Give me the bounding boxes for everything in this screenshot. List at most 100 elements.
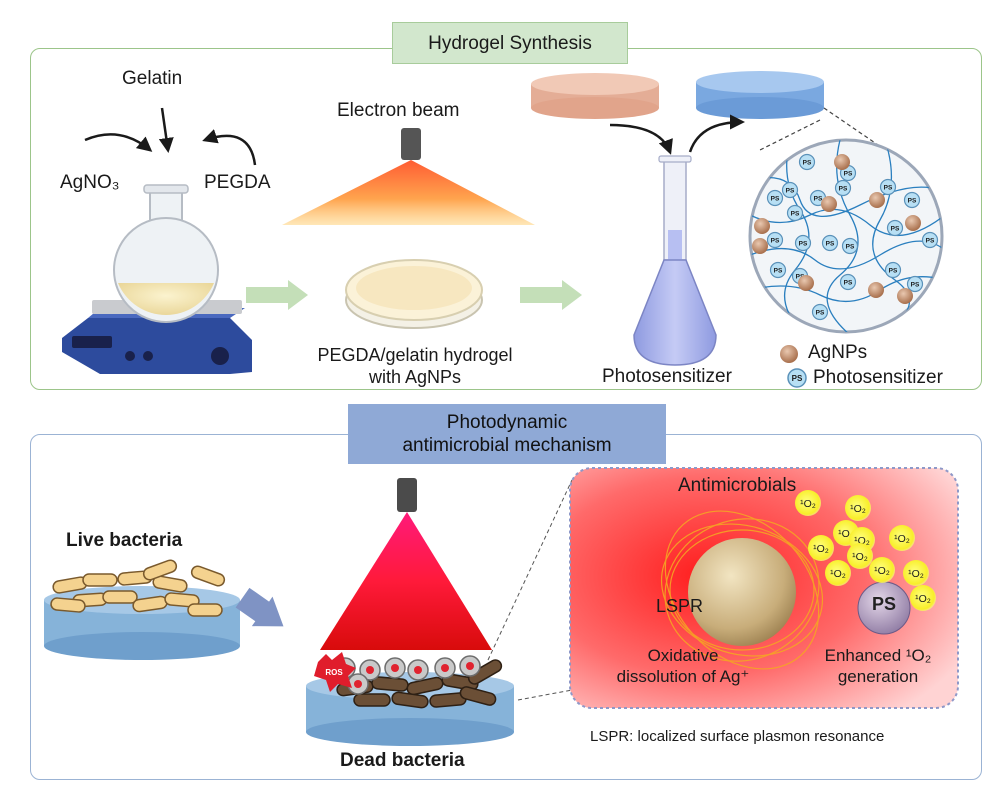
ps-badge-text: PS <box>771 238 780 245</box>
peach-hydrogel-disk <box>531 73 659 119</box>
ros-spot <box>354 680 362 688</box>
ps-badge-icon <box>834 179 852 197</box>
enhanced-line1: Enhanced ¹O₂ <box>824 646 932 665</box>
petri-dish <box>345 259 483 329</box>
ps-badge-text: PS <box>814 196 823 203</box>
gelatin-arrow <box>158 107 174 153</box>
oxidative-line2: dissolution of Ag⁺ <box>616 667 750 686</box>
green-arrow-1 <box>246 280 308 310</box>
ps-badge-text: PS <box>891 226 900 233</box>
live-bacteria-label: Live bacteria <box>66 530 183 551</box>
ps-badge-icon <box>906 275 924 293</box>
ps-badge-text: PS <box>774 268 783 275</box>
banner-bottom-line1: Photodynamic <box>446 412 568 433</box>
ps-badge-text: PS <box>844 171 853 178</box>
ps-badge-text: PS <box>839 186 848 193</box>
ps-badge-icon <box>766 231 784 249</box>
ps-badge-text: PS <box>926 238 935 245</box>
enhanced-generation-label: Enhanced ¹O₂ generation <box>808 645 948 687</box>
live-bacterium <box>50 597 86 613</box>
banner-top-text: Hydrogel Synthesis <box>428 33 592 54</box>
ps-badge-text: PS <box>803 160 812 167</box>
lspr-footnote: LSPR: localized surface plasmon resonanc… <box>590 728 885 745</box>
photosensitizer-flask-label: Photosensitizer <box>602 366 732 387</box>
legend-agnps-label: AgNPs <box>808 342 868 363</box>
dead-bacterium <box>391 691 429 709</box>
ps-badge-icon <box>781 181 799 199</box>
ps-badge-icon <box>821 234 839 252</box>
singlet-oxygen-bubble <box>808 535 834 561</box>
singlet-oxygen-bubble <box>889 525 915 551</box>
round-bottom-flask <box>113 184 219 323</box>
agnp-particle <box>754 218 770 234</box>
singlet-oxygen-text: ¹O₂ <box>874 565 890 577</box>
electron-beam-label: Electron beam <box>337 100 460 121</box>
agno3-label: AgNO₃ <box>60 172 120 193</box>
legend-ps-icon <box>787 368 807 388</box>
live-bacterium <box>142 559 178 581</box>
ros-burst-icon <box>314 652 356 692</box>
silver-nanoparticle <box>688 538 796 646</box>
singlet-oxygen-text: ¹O₂ <box>830 568 846 580</box>
ros-spot <box>366 666 374 674</box>
ps-badge-icon <box>766 189 784 207</box>
singlet-oxygen-bubble <box>795 490 821 516</box>
agnp-particle <box>752 238 768 254</box>
singlet-oxygen-text: ¹O₂ <box>894 533 910 545</box>
agnp-particle <box>897 288 913 304</box>
agnp-particle <box>905 215 921 231</box>
ps-badge-text: PS <box>816 310 825 317</box>
dead-bacteria-cells <box>334 655 503 709</box>
disk-to-flask-arrow <box>609 123 673 155</box>
enhanced-line2: generation <box>837 667 919 686</box>
dead-bacterium <box>371 676 409 692</box>
agnp-particle <box>798 275 814 291</box>
ros-spot <box>391 664 399 672</box>
agnp-particle <box>834 154 850 170</box>
hydrogel-label-line1: PEGDA/gelatin hydrogel <box>317 345 513 365</box>
dead-bacterium <box>459 686 497 706</box>
live-bacterium <box>102 590 138 604</box>
ps-badge-icon <box>794 234 812 252</box>
agnp-particle <box>869 192 885 208</box>
singlet-oxygen-bubble <box>903 560 929 586</box>
electron-beam-top <box>282 128 535 225</box>
ps-badge-icon <box>886 219 904 237</box>
ps-badge-text: PS <box>908 198 917 205</box>
dead-bacterium <box>467 659 503 685</box>
ps-badge-text: PS <box>884 185 893 192</box>
pegda-arrow <box>202 129 257 166</box>
singlet-oxygen-bubble <box>847 543 873 569</box>
gelatin-label: Gelatin <box>122 68 183 89</box>
flask-to-disk-arrow <box>688 114 745 153</box>
hydrogel-label-line2: with AgNPs <box>368 367 462 387</box>
oxidative-dissolution-label: Oxidative dissolution of Ag⁺ <box>594 645 772 687</box>
dead-bacterium <box>353 693 391 707</box>
live-bacterium <box>82 573 118 587</box>
legend-agnp-icon <box>780 345 798 363</box>
ps-badge-icon <box>903 191 921 209</box>
ps-badge-text: PS <box>791 211 800 218</box>
singlet-oxygen-bubble <box>845 495 871 521</box>
hydrogel-label: PEGDA/gelatin hydrogel with AgNPs <box>310 344 520 388</box>
green-arrow-2 <box>520 280 582 310</box>
singlet-oxygen-bubble <box>825 560 851 586</box>
dead-bacteria-label: Dead bacteria <box>340 750 465 771</box>
singlet-oxygen-bubble <box>869 557 895 583</box>
agno3-arrow <box>84 133 153 152</box>
ps-badge-text: PS <box>911 282 920 289</box>
live-bacterium <box>164 592 200 608</box>
ps-badge-text: PS <box>846 244 855 251</box>
singlet-oxygen-text: ¹O₂ <box>915 593 931 605</box>
ps-badge-icon <box>798 153 816 171</box>
ps-badge-text: PS <box>796 274 805 281</box>
ps-badge-icon <box>879 178 897 196</box>
ps-badge-icon <box>786 204 804 222</box>
mechanism-banner: Photodynamic antimicrobial mechanism <box>348 404 666 464</box>
light-source-bottom <box>320 478 492 650</box>
ros-spot <box>441 664 449 672</box>
hydrogel-synthesis-banner: Hydrogel Synthesis <box>392 22 628 64</box>
ps-badge-text: PS <box>771 196 780 203</box>
